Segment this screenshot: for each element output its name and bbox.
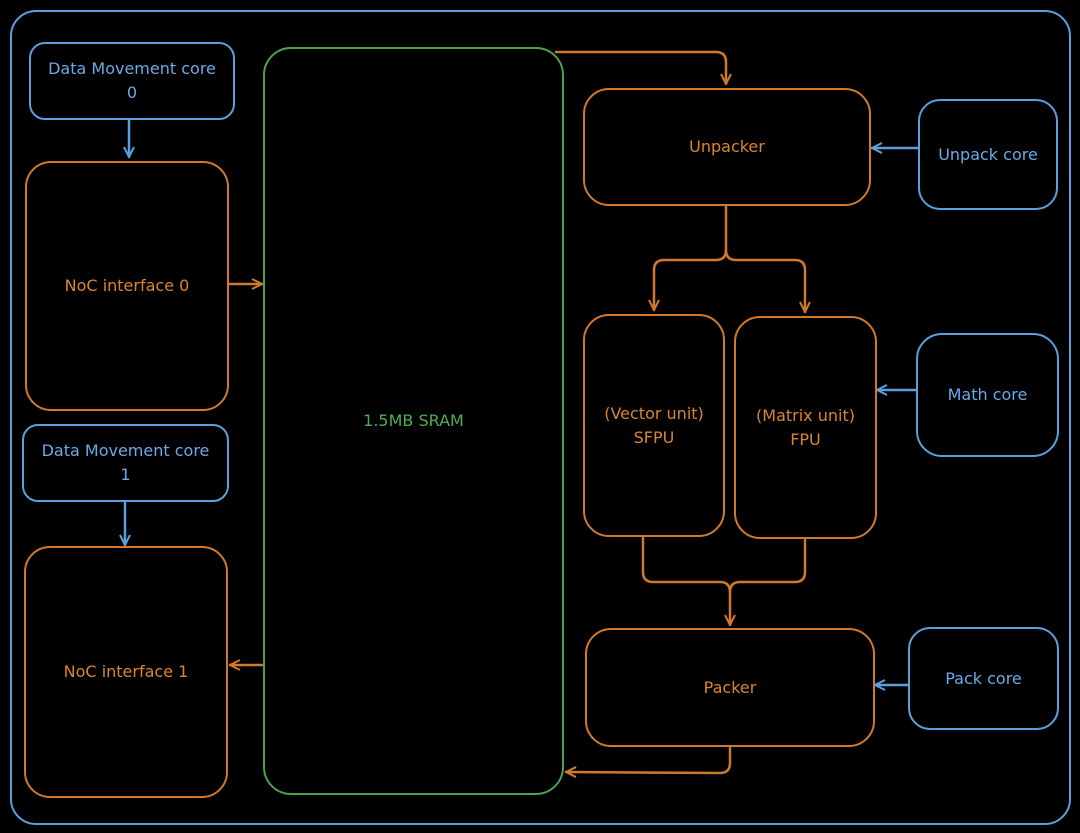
noc-interface-1-label: NoC interface 1 bbox=[63, 662, 189, 681]
unpack-core[interactable]: Unpack core bbox=[918, 99, 1058, 210]
packer-block[interactable]: Packer bbox=[585, 628, 875, 747]
noc-interface-0[interactable]: NoC interface 0 bbox=[25, 161, 229, 411]
fpu-label: (Matrix unit) FPU bbox=[756, 405, 855, 449]
math-core-label: Math core bbox=[947, 385, 1028, 404]
arrow-sram-to-unpacker bbox=[554, 50, 726, 86]
data-movement-core-0[interactable]: Data Movement core 0 bbox=[29, 42, 235, 120]
arrow-sfpu-to-packer bbox=[641, 536, 730, 627]
unpacker-label: Unpacker bbox=[689, 137, 765, 156]
tensix-core-frame bbox=[10, 10, 1071, 825]
unpacker-block[interactable]: Unpacker bbox=[583, 88, 871, 206]
pack-core[interactable]: Pack core bbox=[908, 627, 1059, 730]
sram-block[interactable]: 1.5MB SRAM bbox=[263, 47, 564, 795]
arrow-fpu-to-packer bbox=[728, 538, 807, 594]
arrow-unpacker-to-sfpu bbox=[654, 205, 728, 312]
arrow-unpacker-to-fpu bbox=[724, 248, 805, 314]
data-movement-core-1[interactable]: Data Movement core 1 bbox=[22, 424, 229, 502]
data-movement-core-0-label: Data Movement core 0 bbox=[48, 59, 216, 102]
sram-label: 1.5MB SRAM bbox=[363, 411, 464, 430]
fpu-block[interactable]: (Matrix unit) FPU bbox=[734, 316, 877, 539]
pack-core-label: Pack core bbox=[945, 668, 1022, 688]
sfpu-label: (Vector unit) SFPU bbox=[604, 403, 704, 447]
unpack-core-label: Unpack core bbox=[938, 144, 1038, 164]
packer-label: Packer bbox=[703, 677, 757, 697]
data-movement-core-1-label: Data Movement core 1 bbox=[41, 441, 210, 484]
arrow-packer-to-sram bbox=[564, 746, 732, 773]
noc-interface-1[interactable]: NoC interface 1 bbox=[24, 546, 228, 798]
math-core[interactable]: Math core bbox=[916, 333, 1059, 457]
sfpu-block[interactable]: (Vector unit) SFPU bbox=[583, 314, 725, 537]
noc-interface-0-label: NoC interface 0 bbox=[64, 276, 190, 295]
